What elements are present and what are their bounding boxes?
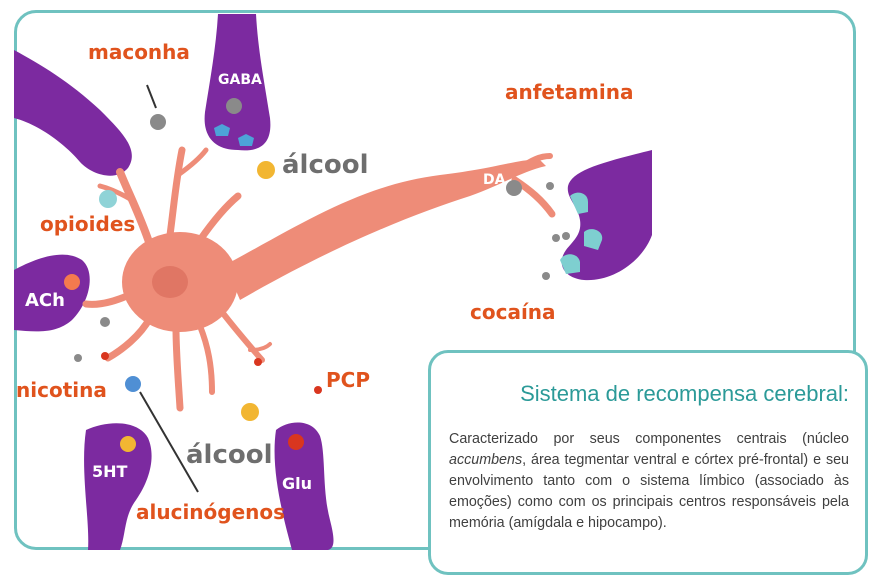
dot-ach (64, 274, 80, 290)
dot-da (506, 180, 522, 196)
dot-opioides (99, 190, 117, 208)
dot-alcool-bottom (241, 403, 259, 421)
info-text-italic: accumbens (449, 452, 522, 468)
dot-red-end-1 (101, 352, 109, 360)
dot-maconha (150, 114, 166, 130)
info-text-before: Caracterizado por seus componentes centr… (449, 431, 849, 447)
dot-da-3 (562, 232, 570, 240)
dot-da-2 (552, 234, 560, 242)
pointer-maconha (147, 85, 156, 108)
label-gaba: GABA (218, 72, 262, 88)
label-alucinogenos: alucinógenos (136, 500, 285, 524)
terminal-5ht (84, 423, 152, 550)
dot-alucinogenos (125, 376, 141, 392)
label-alcool-bottom: álcool (186, 440, 273, 470)
dot-gray-small-2 (74, 354, 82, 362)
dot-pcp (314, 386, 322, 394)
label-5ht: 5HT (92, 462, 127, 481)
da-receptor-3 (560, 254, 580, 274)
info-box: Sistema de recompensa cerebral: Caracter… (428, 350, 868, 575)
neuron-nucleus (152, 266, 188, 298)
dot-alcool-top (257, 161, 275, 179)
label-opioides: opioides (40, 212, 135, 236)
info-text: Caracterizado por seus componentes centr… (449, 429, 849, 534)
terminal-top-left (14, 50, 132, 176)
dot-5ht (120, 436, 136, 452)
info-title: Sistema de recompensa cerebral: (449, 381, 849, 407)
label-maconha: maconha (88, 40, 190, 64)
label-ach: ACh (25, 290, 65, 311)
da-receptor-1 (570, 193, 588, 214)
label-anfetamina: anfetamina (505, 80, 634, 104)
dot-gaba (226, 98, 242, 114)
dot-da-1 (546, 182, 554, 190)
label-alcool-top: álcool (282, 150, 369, 180)
label-pcp: PCP (326, 368, 370, 392)
label-cocaina: cocaína (470, 300, 556, 324)
label-nicotina: nicotina (16, 378, 107, 402)
label-glu: Glu (282, 474, 312, 493)
dot-da-4 (542, 272, 550, 280)
label-da: DA (483, 172, 505, 188)
dot-glu (288, 434, 304, 450)
dot-gray-small-1 (100, 317, 110, 327)
dot-red-end-2 (254, 358, 262, 366)
